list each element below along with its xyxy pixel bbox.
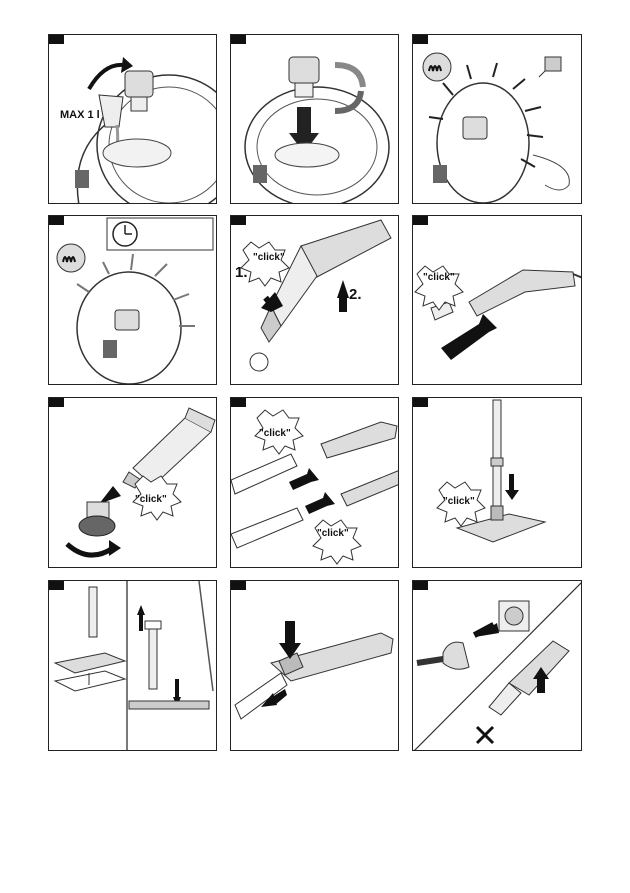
step-panel-12 bbox=[412, 580, 582, 751]
step-panel-4 bbox=[48, 215, 217, 385]
click-callout: "click" bbox=[443, 496, 475, 507]
timer-clock-icon bbox=[56, 217, 214, 384]
cloth-icon bbox=[53, 581, 214, 750]
step-number-tab bbox=[231, 398, 246, 407]
step-panel-9: "click" bbox=[412, 397, 582, 568]
step-panel-1: MAX 1 l bbox=[48, 34, 217, 204]
step-panel-6: "click" bbox=[412, 215, 582, 385]
step-number-tab bbox=[49, 35, 64, 44]
click-callout-top: "click" bbox=[259, 428, 291, 439]
brush-attachment-icon bbox=[65, 407, 216, 558]
step-number-tab bbox=[413, 581, 428, 590]
close-cap-icon bbox=[244, 56, 390, 203]
trigger-lock-icon bbox=[234, 621, 394, 720]
step-number-tab bbox=[231, 581, 246, 590]
extension-tube-icon bbox=[231, 409, 398, 565]
step-panel-10 bbox=[48, 580, 217, 751]
step-1-label: 1. bbox=[235, 264, 248, 281]
step-number-tab bbox=[49, 581, 64, 590]
click-callout: "click" bbox=[253, 252, 285, 263]
step-panel-8: "click" "click" bbox=[230, 397, 399, 568]
fill-water-icon bbox=[75, 57, 216, 203]
click-callout: "click" bbox=[135, 494, 167, 505]
step-number-tab bbox=[49, 398, 64, 407]
step-panel-3 bbox=[412, 34, 582, 204]
step-number-tab bbox=[413, 398, 428, 407]
step-number-tab bbox=[231, 35, 246, 44]
step-panel-7: "click" bbox=[48, 397, 217, 568]
floor-nozzle-icon bbox=[436, 399, 547, 543]
heating-icon bbox=[422, 52, 570, 203]
step-2-label: 2. bbox=[349, 286, 362, 303]
steam-gun-icon bbox=[240, 219, 392, 372]
step-panel-2 bbox=[230, 34, 399, 204]
unplug-icon bbox=[414, 582, 581, 750]
max-fill-label: MAX 1 l bbox=[60, 109, 100, 121]
extension-tube-icon bbox=[414, 265, 581, 360]
step-number-tab bbox=[413, 35, 428, 44]
step-number-tab bbox=[49, 216, 64, 225]
step-panel-5: "click" 1. 2. bbox=[230, 215, 399, 385]
step-number-tab bbox=[231, 216, 246, 225]
step-panel-11 bbox=[230, 580, 399, 751]
click-callout: "click" bbox=[423, 272, 455, 283]
click-callout-bottom: "click" bbox=[317, 528, 349, 539]
step-number-tab bbox=[413, 216, 428, 225]
